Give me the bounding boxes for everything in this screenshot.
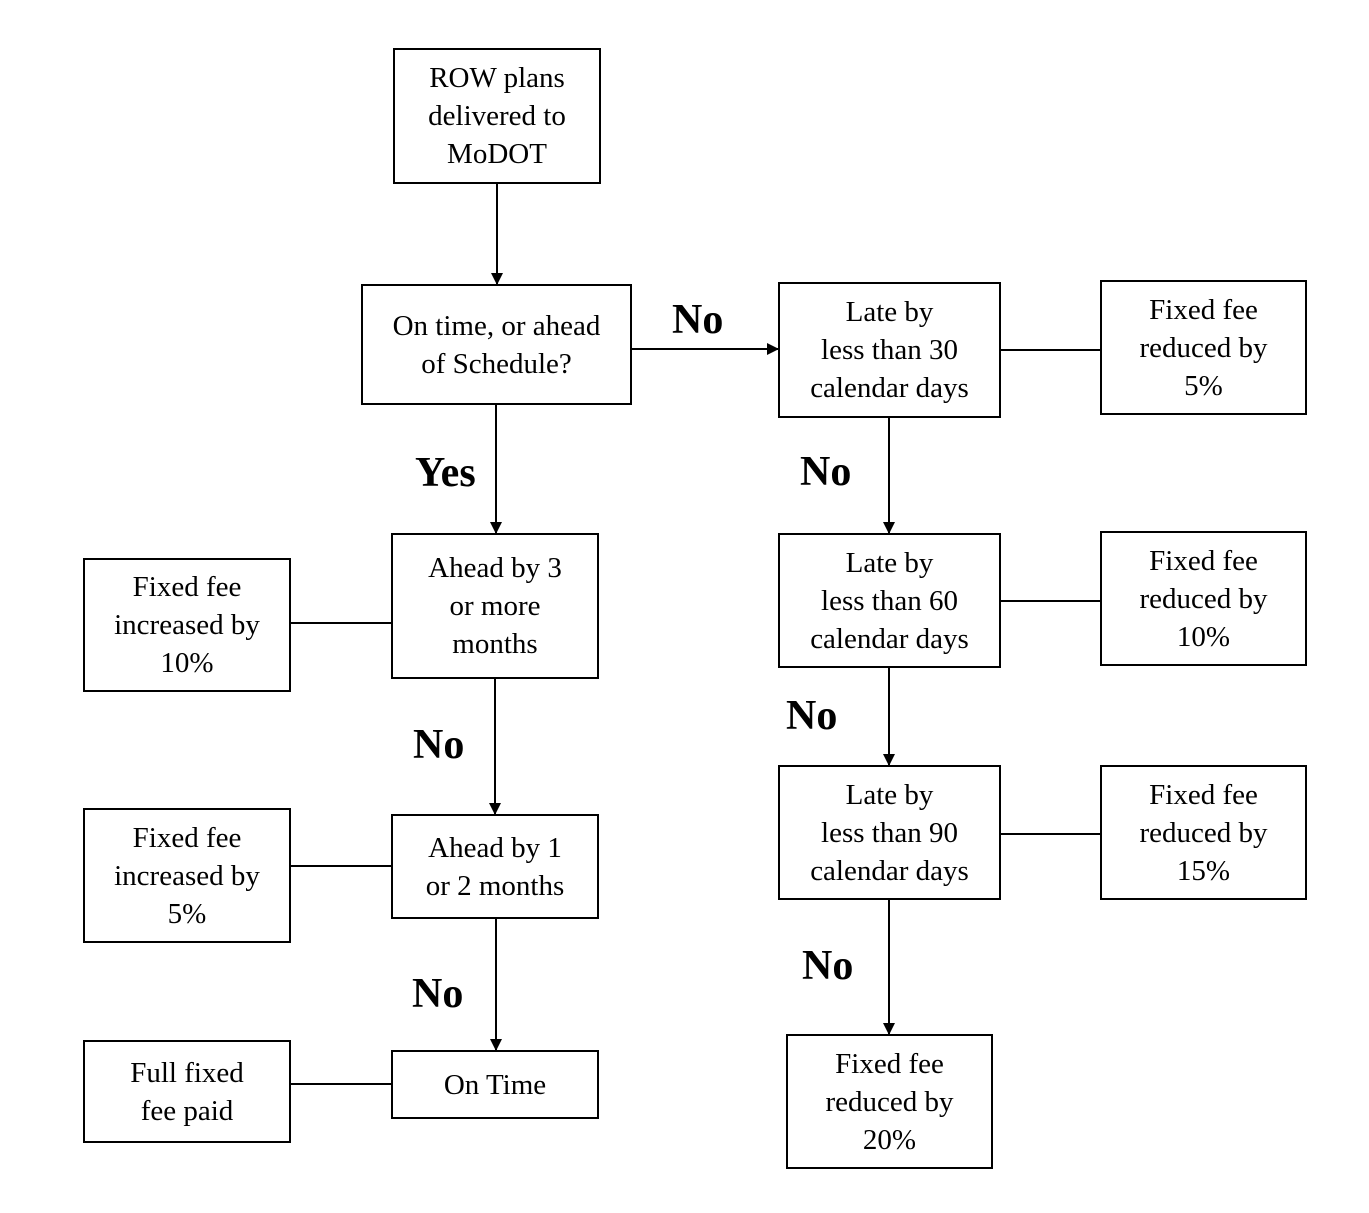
label-yes: Yes [415, 450, 476, 496]
label-no-ahead1: No [412, 971, 464, 1017]
decision-node: On time, or ahead of Schedule? [361, 284, 632, 405]
on-time-node: On Time [391, 1050, 599, 1119]
ahead-3-months-node: Ahead by 3 or more months [391, 533, 599, 679]
ahead-1-2-months-text: Ahead by 1 or 2 months [425, 831, 565, 902]
late-90-days-node: Late by less than 90 calendar days [778, 765, 1001, 900]
fee-increased-5-node: Fixed fee increased by 5% [83, 808, 291, 943]
fee-reduced-5-node: Fixed fee reduced by 5% [1100, 280, 1307, 415]
fee-reduced-15-text: Fixed fee reduced by 15% [1139, 778, 1268, 887]
decision-node-text: On time, or ahead of Schedule? [392, 309, 601, 380]
fee-increased-10-node: Fixed fee increased by 10% [83, 558, 291, 692]
label-no-late30: No [800, 449, 852, 495]
full-fee-paid-text: Full fixed fee paid [130, 1056, 244, 1127]
start-node-text: ROW plans delivered to MoDOT [428, 62, 566, 170]
fee-increased-10-text: Fixed fee increased by 10% [114, 571, 260, 679]
fee-reduced-15-node: Fixed fee reduced by 15% [1100, 765, 1307, 900]
fee-reduced-5-text: Fixed fee reduced by 5% [1139, 293, 1268, 402]
ahead-3-months-text: Ahead by 3 or more months [428, 552, 562, 660]
fee-increased-5-text: Fixed fee increased by 5% [114, 821, 260, 930]
late-60-days-text: Late by less than 60 calendar days [810, 546, 969, 655]
on-time-text: On Time [443, 1068, 547, 1101]
fee-reduced-10-node: Fixed fee reduced by 10% [1100, 531, 1307, 666]
label-no-late90: No [802, 943, 854, 989]
label-no-ahead3: No [413, 722, 465, 768]
late-90-days-text: Late by less than 90 calendar days [810, 778, 969, 887]
ahead-1-2-months-node: Ahead by 1 or 2 months [391, 814, 599, 919]
label-no-decision-right: No [672, 297, 724, 343]
label-no-late60: No [786, 693, 838, 739]
start-node: ROW plans delivered to MoDOT [393, 48, 601, 184]
full-fee-paid-node: Full fixed fee paid [83, 1040, 291, 1143]
fee-reduced-10-text: Fixed fee reduced by 10% [1139, 544, 1268, 653]
late-30-days-text: Late by less than 30 calendar days [810, 296, 969, 404]
fee-reduced-20-node: Fixed fee reduced by 20% [786, 1034, 993, 1169]
late-60-days-node: Late by less than 60 calendar days [778, 533, 1001, 668]
fee-reduced-20-text: Fixed fee reduced by 20% [825, 1047, 954, 1156]
late-30-days-node: Late by less than 30 calendar days [778, 282, 1001, 418]
